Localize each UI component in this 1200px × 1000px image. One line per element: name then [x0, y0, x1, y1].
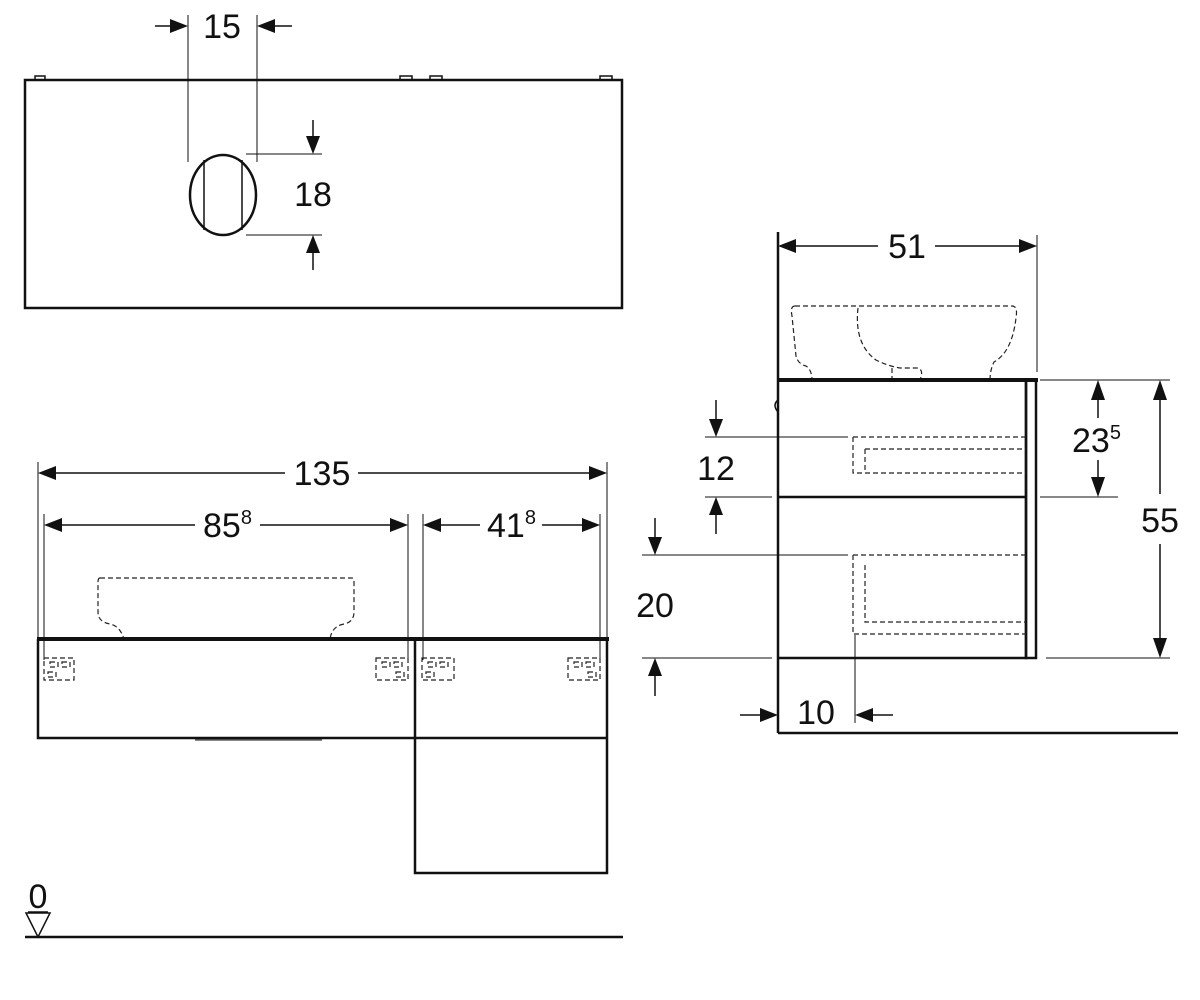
dim-left-width-sup: 8	[241, 507, 252, 529]
side-cabinet	[778, 382, 1028, 660]
side-wall-bracket	[774, 399, 779, 413]
dim135-arrow-right	[589, 466, 607, 480]
dim-upper-drawer: 235	[1072, 422, 1121, 460]
dim20-arrow-bottom	[648, 658, 662, 676]
dim-total-width: 135	[294, 455, 351, 493]
fitting-3	[421, 657, 455, 681]
dim135-arrow-left	[38, 466, 56, 480]
dim41-arrow-right	[582, 518, 600, 532]
dim18-arrow-top	[306, 136, 320, 154]
dim15-arrow-right	[257, 19, 275, 33]
fitting-1	[43, 657, 75, 681]
dim-upper-drawer-main: 23	[1072, 422, 1110, 460]
dim-left-width-main: 85	[203, 507, 241, 545]
dim235-arrow-bottom	[1091, 477, 1105, 497]
top-view-outline	[23, 78, 624, 310]
side-basin-dashed	[790, 305, 1018, 381]
dim-height: 55	[1141, 502, 1179, 540]
dim-depth: 51	[888, 228, 926, 266]
dim235-arrow-top	[1091, 380, 1105, 400]
dim-right-width-sup: 8	[525, 507, 536, 529]
top-view-bumps	[34, 75, 613, 80]
top-view: 15 18	[23, 8, 624, 310]
dim85-arrow-left	[44, 518, 62, 532]
floor-level-triangle	[24, 912, 52, 939]
side-upper-drawer-dashed	[852, 436, 1026, 474]
dim-right-width: 418	[487, 507, 536, 545]
dim-back-offset: 10	[797, 694, 835, 732]
dim-hole-height: 18	[294, 176, 332, 214]
dim10-arrow-right	[855, 708, 873, 722]
front-right-cabinet	[413, 639, 609, 875]
fitting-2	[375, 657, 409, 681]
dim18-arrow-bottom	[306, 235, 320, 253]
dim51-arrow-right	[1019, 239, 1037, 253]
dim-drawer-gap: 12	[697, 450, 735, 488]
dim85-arrow-right	[390, 518, 408, 532]
dim-upper-drawer-sup: 5	[1110, 422, 1121, 444]
dim55-arrow-bottom	[1153, 638, 1167, 658]
dim12-arrow-bottom	[709, 497, 723, 515]
front-view: 135 858 418 0	[24, 455, 623, 939]
dim15-arrow-left	[170, 19, 188, 33]
fitting-4	[567, 657, 601, 681]
dim-hole-width: 15	[203, 8, 241, 46]
front-left-cabinet	[36, 639, 415, 740]
dim10-arrow-left	[760, 708, 778, 722]
dim-left-width: 858	[203, 507, 252, 545]
dim55-arrow-top	[1153, 380, 1167, 400]
side-view: 51 235 55 12	[636, 228, 1179, 735]
floor-level-label: 0	[29, 878, 48, 916]
dim51-arrow-left	[778, 239, 796, 253]
side-front-panel	[1024, 378, 1038, 660]
side-lower-drawer-dashed	[852, 554, 1026, 635]
front-fittings	[43, 657, 601, 681]
dim-drawer-offset: 20	[636, 587, 674, 625]
dim41-arrow-left	[423, 518, 441, 532]
dim20-arrow-top	[648, 537, 662, 555]
dim12-arrow-top	[709, 419, 723, 437]
tap-hole-oval	[188, 153, 258, 237]
front-basin-dashed	[97, 577, 355, 640]
dim-right-width-main: 41	[487, 507, 525, 545]
